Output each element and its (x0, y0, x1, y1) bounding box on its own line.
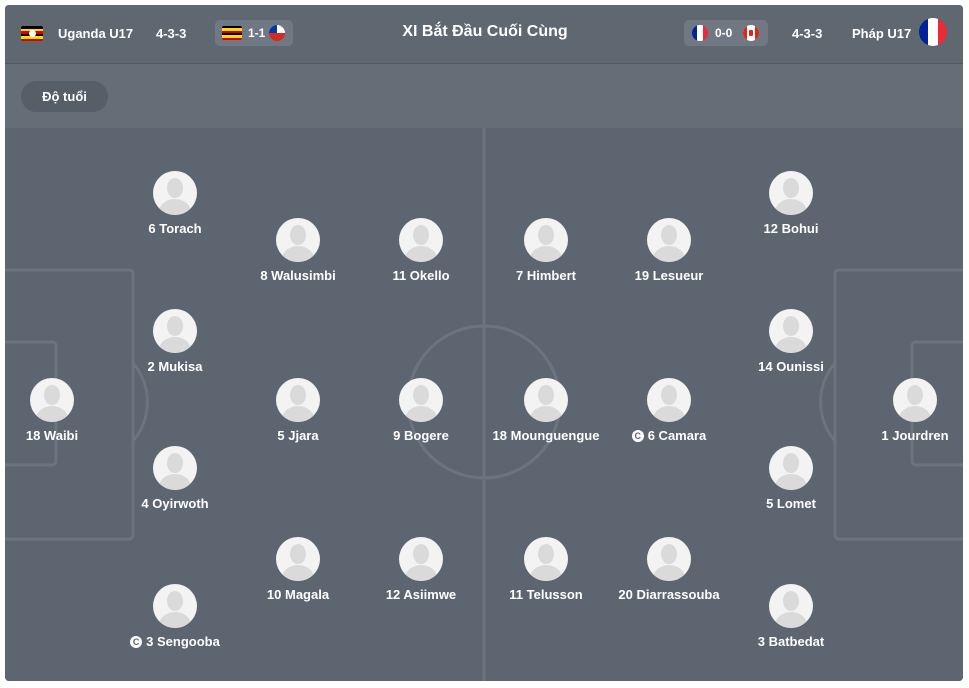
player-name: 3 Batbedat (757, 634, 825, 649)
player-avatar (769, 446, 813, 490)
player-name: 19 Lesueur (634, 268, 704, 283)
player-name: 12 Bohui (763, 221, 819, 236)
player-name: 4 Oyirwoth (141, 496, 209, 511)
lineup-toolbar: Độ tuổi (5, 64, 963, 128)
home-player[interactable]: 12 Asiimwe (341, 537, 501, 603)
player-name: 7 Himbert (516, 268, 576, 283)
lineup-card: Uganda U17 4-3-3 1-1 XI Bắt Đầu Cuối Cùn… (5, 5, 963, 681)
captain-icon: C (130, 636, 143, 648)
home-penalty-arc (131, 362, 149, 442)
away-penalty-arc (819, 362, 837, 442)
player-avatar (153, 446, 197, 490)
away-penalty-area (833, 268, 963, 541)
france-flag-icon (692, 25, 708, 41)
player-avatar (399, 378, 443, 422)
player-name: 14 Ounissi (758, 359, 824, 374)
player-name: 6 Torach (148, 221, 202, 236)
player-avatar (647, 218, 691, 262)
player-avatar (769, 171, 813, 215)
player-avatar (153, 309, 197, 353)
away-last-score-text: 0-0 (715, 26, 733, 40)
player-avatar (647, 378, 691, 422)
player-name: 5 Jjara (277, 428, 319, 443)
player-avatar (30, 378, 74, 422)
player-avatar (153, 171, 197, 215)
away-player[interactable]: 19 Lesueur (589, 218, 749, 284)
player-avatar (647, 537, 691, 581)
home-player[interactable]: 5 Jjara (218, 378, 378, 444)
away-player[interactable]: 18 Mounguengue (466, 378, 626, 444)
player-avatar (524, 537, 568, 581)
player-avatar (399, 218, 443, 262)
player-avatar (769, 309, 813, 353)
away-team-name[interactable]: Pháp U17 (852, 26, 912, 41)
away-player[interactable]: 5 Lomet (711, 446, 871, 512)
player-avatar (399, 537, 443, 581)
away-player[interactable]: 20 Diarrassouba (589, 537, 749, 603)
player-avatar (276, 537, 320, 581)
home-goalkeeper[interactable]: 18 Waibi (5, 378, 132, 444)
uganda-flag-icon (21, 26, 43, 41)
lineup-title: XI Bắt Đầu Cuối Cùng (402, 23, 568, 40)
player-avatar (276, 378, 320, 422)
player-name: 12 Asiimwe (385, 587, 457, 602)
player-avatar (153, 584, 197, 628)
player-name: 1 Jourdren (881, 428, 949, 443)
away-player[interactable]: 11 Telusson (466, 537, 626, 603)
player-avatar (276, 218, 320, 262)
home-player[interactable]: 2 Mukisa (95, 309, 255, 375)
home-formation: 4-3-3 (156, 26, 187, 41)
away-formation: 4-3-3 (792, 26, 823, 41)
home-player[interactable]: 10 Magala (218, 537, 378, 603)
chile-flag-icon (269, 25, 285, 41)
player-name: 18 Waibi (25, 428, 79, 443)
away-goalkeeper[interactable]: 1 Jourdren (835, 378, 963, 444)
uganda-flag-icon (222, 26, 242, 40)
player-name: 5 Lomet (766, 496, 816, 511)
captain-icon: C (631, 430, 644, 442)
home-player[interactable]: 6 Torach (95, 171, 255, 237)
player-name: 10 Magala (266, 587, 330, 602)
football-pitch: 6 Torach 8 Walusimbi 11 Okello 2 Mukisa … (5, 128, 963, 681)
player-avatar (524, 378, 568, 422)
age-filter-button[interactable]: Độ tuổi (21, 81, 108, 112)
home-player[interactable]: 8 Walusimbi (218, 218, 378, 284)
player-name: 20 Diarrassouba (618, 587, 720, 602)
home-player[interactable]: 4 Oyirwoth (95, 446, 255, 512)
player-avatar (769, 584, 813, 628)
away-player[interactable]: 7 Himbert (466, 218, 626, 284)
home-last-score-text: 1-1 (248, 26, 266, 40)
away-player[interactable]: 3 Batbedat (711, 584, 871, 650)
away-last-match-score[interactable]: 0-0 (684, 20, 768, 46)
home-player[interactable]: 9 Bogere (341, 378, 501, 444)
player-avatar (893, 378, 937, 422)
player-name: 2 Mukisa (147, 359, 203, 374)
player-name: 8 Walusimbi (260, 268, 336, 283)
player-name: 9 Bogere (393, 428, 449, 443)
player-avatar (524, 218, 568, 262)
player-name: 11 Okello (392, 268, 450, 283)
player-name: 11 Telusson (509, 587, 583, 602)
home-penalty-area (5, 268, 135, 541)
player-name: 18 Mounguengue (492, 428, 600, 443)
canada-flag-icon (743, 25, 759, 41)
lineup-header: Uganda U17 4-3-3 1-1 XI Bắt Đầu Cuối Cùn… (5, 5, 963, 64)
home-player[interactable]: 11 Okello (341, 218, 501, 284)
home-team-name[interactable]: Uganda U17 (58, 26, 134, 41)
away-player[interactable]: 12 Bohui (711, 171, 871, 237)
away-player[interactable]: 14 Ounissi (711, 309, 871, 375)
home-last-match-score[interactable]: 1-1 (215, 20, 293, 46)
france-team-flag-icon (919, 18, 947, 46)
